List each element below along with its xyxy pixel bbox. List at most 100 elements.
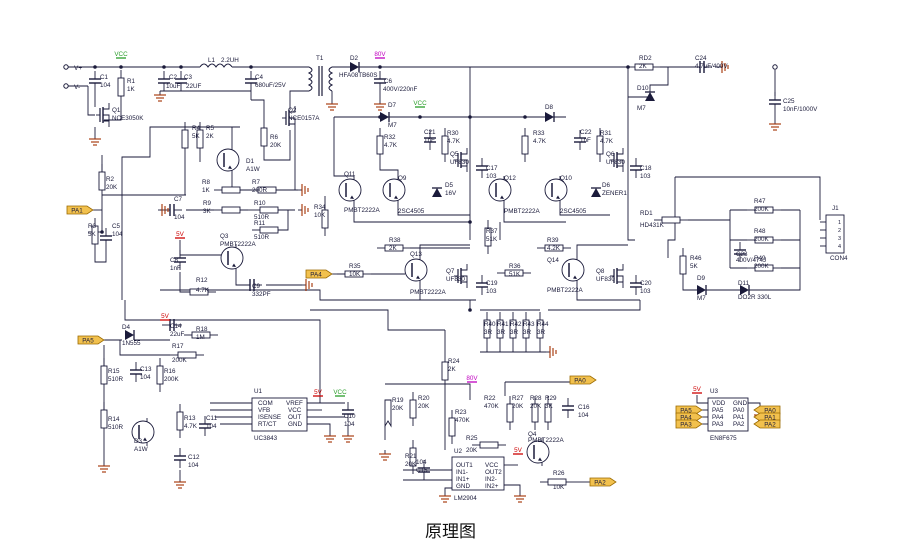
component-label: VCC xyxy=(485,462,499,469)
resistor xyxy=(483,319,491,339)
wire xyxy=(179,272,190,293)
component-value: 510R xyxy=(108,376,124,383)
component-value: M7 xyxy=(697,295,706,302)
component-value: 2K xyxy=(206,133,215,140)
component-designator: D2 xyxy=(350,55,359,62)
wire xyxy=(617,159,624,166)
component-designator: R47 xyxy=(754,198,766,205)
net-tag-label: PA5 xyxy=(82,337,94,344)
component-designator: R19 xyxy=(392,397,404,404)
component-designator: R23 xyxy=(455,409,467,416)
component-value: 1M xyxy=(196,334,205,341)
component-value: 104 xyxy=(174,214,185,221)
resistor xyxy=(191,331,211,339)
component-designator: R36 xyxy=(509,263,521,270)
component-value: HD431K xyxy=(640,222,665,229)
circuit-wires xyxy=(68,65,826,496)
component-label: IN1- xyxy=(456,469,468,476)
wire xyxy=(251,99,265,120)
component-designator: U1 xyxy=(254,388,263,395)
component-value: 4.2K xyxy=(547,245,561,252)
power-rail-label: 5V xyxy=(176,231,185,238)
wire xyxy=(504,484,521,492)
component-value: 104 xyxy=(578,412,589,419)
component-designator: RD1 xyxy=(640,210,653,217)
wire xyxy=(289,90,309,110)
net-tag xyxy=(77,335,105,345)
npn-transistor xyxy=(394,195,398,199)
wire xyxy=(289,117,296,124)
component-value: 3R xyxy=(510,329,519,336)
npn-transistor xyxy=(338,178,362,202)
wire xyxy=(119,340,170,356)
component-value: 2K xyxy=(389,245,398,252)
resistor xyxy=(259,226,279,234)
component-value: PMBT2222A xyxy=(344,207,380,214)
component-designator: Q11 xyxy=(344,171,356,178)
npn-transistor xyxy=(556,195,560,199)
wire xyxy=(397,204,470,216)
component-designator: C13 xyxy=(140,366,152,373)
component-label: 22UF xyxy=(186,83,202,90)
component-value: 510R xyxy=(108,424,124,431)
component-label: VCC xyxy=(288,407,302,414)
component-value: 103 xyxy=(486,173,497,180)
component-value: 104 xyxy=(100,82,111,89)
resistor xyxy=(344,270,364,278)
component-value: 10K xyxy=(349,271,361,278)
component-value: 470K xyxy=(455,417,471,424)
component-designator: R2 xyxy=(106,176,115,183)
component-designator: U2 xyxy=(454,448,463,455)
component-value: PMBT2222A xyxy=(220,241,256,248)
junction-dot xyxy=(93,65,97,69)
resistor xyxy=(531,403,539,423)
resistor xyxy=(536,319,544,339)
component-designator: R33 xyxy=(533,130,545,137)
wire xyxy=(235,272,250,286)
junction-dot xyxy=(523,115,527,119)
resistor xyxy=(156,365,164,385)
wire xyxy=(617,165,624,172)
resistor xyxy=(257,186,277,194)
net-tag-label: PA4 xyxy=(310,271,322,278)
resistor xyxy=(181,129,189,149)
npn-transistor xyxy=(131,420,155,444)
component-value: 1nF xyxy=(424,137,435,144)
power-rail-label: VCC xyxy=(413,100,427,107)
component-designator: D3 xyxy=(134,438,143,445)
resistor xyxy=(441,135,449,155)
connector-pin-number: 4 xyxy=(838,244,841,250)
component-label: IN2- xyxy=(485,476,497,483)
component-designator: R11 xyxy=(254,220,266,227)
resistor xyxy=(754,236,774,244)
wire xyxy=(617,148,624,155)
wire xyxy=(548,300,641,311)
component-value: 104 xyxy=(188,462,199,469)
component-designator: Q4 xyxy=(528,431,537,438)
component-value: 1N555 xyxy=(122,340,141,347)
component-value: 400V/474J xyxy=(736,257,766,264)
component-value: 4.7K xyxy=(196,287,210,294)
component-value: 103 xyxy=(486,288,497,295)
component-value: 104 xyxy=(140,374,151,381)
component-designator: R26 xyxy=(553,470,565,477)
wire xyxy=(263,130,291,161)
diode xyxy=(591,188,601,197)
component-value: 20K xyxy=(512,403,524,410)
component-value: 103 xyxy=(640,173,651,180)
component-value: 3R xyxy=(523,329,532,336)
resistor xyxy=(321,209,329,229)
wire xyxy=(87,86,95,116)
diode xyxy=(432,188,442,197)
component-designator: R7 xyxy=(252,179,261,186)
component-value: 1K xyxy=(202,187,211,194)
npn-transistor xyxy=(544,178,568,202)
net-tag xyxy=(675,419,703,429)
junction-dot xyxy=(468,220,472,224)
npn-transistor xyxy=(404,258,428,282)
component-designator: L1 xyxy=(208,57,216,64)
resistor xyxy=(384,244,404,252)
net-tag xyxy=(753,419,781,429)
component-designator: Q13 xyxy=(410,251,422,258)
resistor xyxy=(544,244,564,252)
